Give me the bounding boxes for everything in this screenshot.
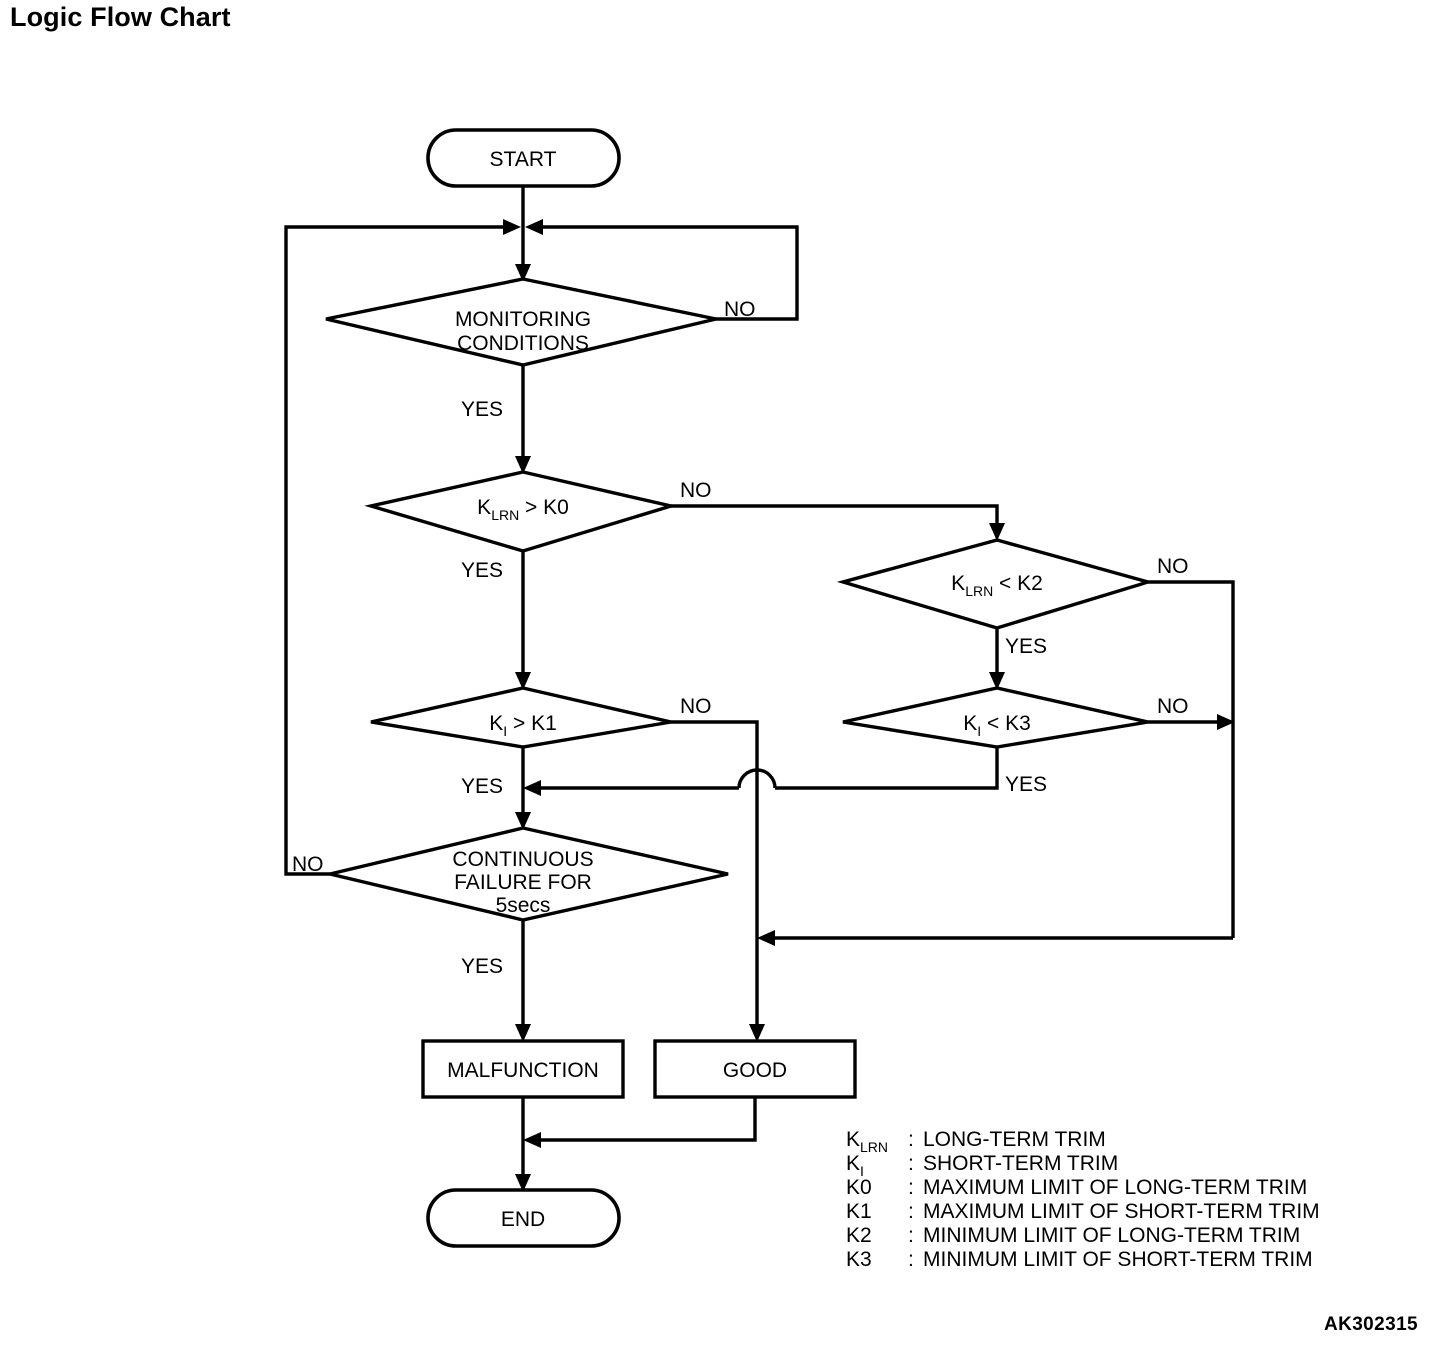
legend: KLRN : LONG-TERM TRIM KI : SHORT-TERM TR… xyxy=(846,1128,1320,1271)
node-contfail-line1: CONTINUOUS xyxy=(452,848,593,871)
legend-row: KLRN : LONG-TERM TRIM xyxy=(846,1128,1106,1155)
node-monitoring-line1: MONITORING xyxy=(455,308,591,331)
label-klrn-gt-k0-yes: YES xyxy=(461,559,503,582)
edge-klrn-gt-k0-no xyxy=(671,504,999,527)
arrowhead-ki-gt-k1-in xyxy=(515,672,531,690)
ki-lt-k3-sub: I xyxy=(977,723,981,739)
label-klrn-lt-k2-no: NO xyxy=(1157,555,1189,578)
legend-symbol-2: K0 xyxy=(846,1176,872,1199)
legend-row: K2 : MINIMUM LIMIT OF LONG-TERM TRIM xyxy=(846,1224,1300,1247)
legend-description-4: MINIMUM LIMIT OF LONG-TERM TRIM xyxy=(923,1224,1300,1247)
arrowhead-klrn-gt-k0-in xyxy=(515,456,531,474)
arrowhead-contfail-in xyxy=(515,812,531,830)
klrn-lt-k2-sub: LRN xyxy=(965,583,993,599)
legend-separator-4: : xyxy=(908,1224,914,1247)
arrowhead-malfunction-in xyxy=(515,1024,531,1042)
node-good-label: GOOD xyxy=(723,1059,787,1082)
edge-good-to-end xyxy=(537,1097,757,1142)
legend-description-1: SHORT-TERM TRIM xyxy=(923,1152,1118,1175)
edge-contfail-no xyxy=(284,225,509,876)
node-ki-lt-k3: KI < K3 xyxy=(842,686,1149,749)
legend-row: K3 : MINIMUM LIMIT OF SHORT-TERM TRIM xyxy=(846,1248,1313,1271)
legend-symbol-1: KI xyxy=(846,1152,864,1179)
node-monitoring-line2: CONDITIONS xyxy=(457,332,589,355)
ki-lt-k3-base: K xyxy=(963,712,977,735)
legend-separator-0: : xyxy=(908,1128,914,1151)
ki-lt-k3-tail: < K3 xyxy=(981,712,1031,735)
edge-ki-gt-k1-no xyxy=(671,720,759,1030)
arrowhead-junction-from-right xyxy=(525,219,543,235)
klrn-gt-k0-base: K xyxy=(477,496,491,519)
node-ki-gt-k1: KI > K1 xyxy=(370,686,672,749)
arrowhead-junction-from-left xyxy=(503,219,521,235)
node-start-label: START xyxy=(490,148,557,171)
legend-description-5: MINIMUM LIMIT OF SHORT-TERM TRIM xyxy=(923,1248,1313,1271)
node-klrn-lt-k2-label: KLRN < K2 xyxy=(951,572,1043,599)
label-ki-gt-k1-yes: YES xyxy=(461,775,503,798)
node-start: START xyxy=(426,128,621,188)
legend-symbol-4: K2 xyxy=(846,1224,872,1247)
node-contfail-line2: FAILURE FOR xyxy=(454,871,592,894)
node-good: GOOD xyxy=(653,1039,857,1099)
legend-separator-5: : xyxy=(908,1248,914,1271)
arrowhead-good-in xyxy=(749,1024,765,1042)
node-malfunction-label: MALFUNCTION xyxy=(447,1059,599,1082)
label-klrn-gt-k0-no: NO xyxy=(680,479,712,502)
page-title: Logic Flow Chart xyxy=(10,2,231,32)
legend-description-2: MAXIMUM LIMIT OF LONG-TERM TRIM xyxy=(923,1176,1307,1199)
label-ki-lt-k3-yes: YES xyxy=(1005,773,1047,796)
legend-row: K1 : MAXIMUM LIMIT OF SHORT-TERM TRIM xyxy=(846,1200,1320,1223)
edge-klrn-lt-k2-no xyxy=(1148,580,1235,938)
node-end: END xyxy=(426,1188,621,1248)
line-hop-arc xyxy=(737,768,777,789)
legend-separator-3: : xyxy=(908,1200,914,1223)
node-contfail-line3: 5secs xyxy=(496,894,551,917)
node-monitoring-conditions: MONITORING CONDITIONS xyxy=(325,277,717,367)
node-end-label: END xyxy=(501,1208,545,1231)
legend-symbol-5: K3 xyxy=(846,1248,872,1271)
arrowhead-contfail-merge xyxy=(523,780,541,796)
edge-ki-lt-k3-yes-right xyxy=(775,747,999,790)
ki-gt-k1-base: K xyxy=(489,712,503,735)
node-malfunction: MALFUNCTION xyxy=(421,1039,625,1099)
legend-separator-2: : xyxy=(908,1176,914,1199)
arrowhead-end-merge xyxy=(523,1132,541,1148)
klrn-gt-k0-sub: LRN xyxy=(491,507,519,523)
node-ki-gt-k1-label: KI > K1 xyxy=(489,712,557,739)
klrn-gt-k0-tail: > K0 xyxy=(519,496,569,519)
arrowhead-ki-lt-k3-no xyxy=(1217,714,1235,730)
klrn-lt-k2-base: K xyxy=(951,572,965,595)
label-klrn-lt-k2-yes: YES xyxy=(1005,635,1047,658)
arrowhead-good-merge xyxy=(757,930,775,946)
arrowhead-end-in xyxy=(515,1174,531,1192)
legend-separator-1: : xyxy=(908,1152,914,1175)
arrowhead-ki-lt-k3-in xyxy=(989,672,1005,690)
drawing-code: AK302315 xyxy=(1323,1314,1418,1335)
label-contfail-yes: YES xyxy=(461,955,503,978)
node-klrn-gt-k0: KLRN > K0 xyxy=(364,470,678,553)
arrowhead-klrn-lt-k2-in xyxy=(989,523,1005,541)
label-ki-lt-k3-no: NO xyxy=(1157,695,1189,718)
label-monitoring-no: NO xyxy=(724,298,756,321)
ki-gt-k1-sub: I xyxy=(503,723,507,739)
legend-description-3: MAXIMUM LIMIT OF SHORT-TERM TRIM xyxy=(923,1200,1320,1223)
label-monitoring-yes: YES xyxy=(461,398,503,421)
legend-symbol-0: KLRN xyxy=(846,1128,888,1155)
legend-description-0: LONG-TERM TRIM xyxy=(923,1128,1106,1151)
edge-monitoring-no xyxy=(537,225,799,321)
node-klrn-gt-k0-label: KLRN > K0 xyxy=(477,496,569,523)
arrowhead-monitoring-in xyxy=(515,264,531,282)
node-klrn-lt-k2: KLRN < K2 xyxy=(836,538,1155,630)
ki-gt-k1-tail: > K1 xyxy=(507,712,557,735)
label-ki-gt-k1-no: NO xyxy=(680,695,712,718)
legend-symbol-3: K1 xyxy=(846,1200,872,1223)
node-ki-lt-k3-label: KI < K3 xyxy=(963,712,1031,739)
label-contfail-no: NO xyxy=(292,853,324,876)
klrn-lt-k2-tail: < K2 xyxy=(993,572,1043,595)
branch-labels: NO YES NO YES NO YES NO YES NO YES NO YE… xyxy=(292,298,1189,978)
legend-row: KI : SHORT-TERM TRIM xyxy=(846,1152,1118,1179)
node-continuous-failure: CONTINUOUS FAILURE FOR 5secs xyxy=(329,826,729,922)
legend-row: K0 : MAXIMUM LIMIT OF LONG-TERM TRIM xyxy=(846,1176,1307,1199)
